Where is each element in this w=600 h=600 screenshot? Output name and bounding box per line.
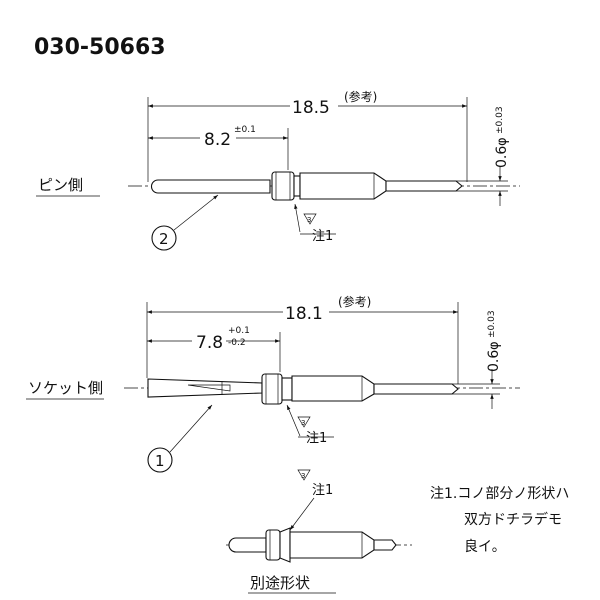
socket-revision-mark: 3 [301, 419, 305, 427]
pin-length-dimension: 8.2 [204, 130, 231, 150]
pin-overall-dimension: 18.5 [292, 98, 330, 118]
socket-length-tolerance-lower: -0.2 [228, 338, 246, 348]
pin-side-label: ピン側 [38, 176, 83, 194]
socket-reference-note: (参考) [338, 294, 371, 309]
alternate-shape-drawing: 3 注1 別途形状 [226, 469, 412, 594]
pin-diameter-symbol: φ [495, 137, 510, 146]
pin-body [150, 171, 463, 201]
socket-note-callout: 注1 [306, 431, 327, 446]
pin-note-callout: 注1 [312, 229, 333, 244]
pin-diameter-tolerance: ±0.03 [495, 106, 505, 134]
pin-revision-mark: 3 [307, 216, 311, 224]
socket-overall-dimension: 18.1 [285, 304, 323, 324]
socket-side-drawing: ソケット側 18.1 (参考) 7.8 +0.1 -0.2 [26, 294, 520, 473]
socket-diameter-symbol: φ [487, 341, 502, 350]
socket-diameter-tolerance: ±0.03 [487, 310, 497, 338]
pin-length-tolerance: ±0.1 [234, 125, 256, 135]
socket-balloon [147, 447, 173, 473]
socket-diameter-dimension: 0.6 [486, 350, 502, 372]
socket-balloon-number: 1 [155, 452, 165, 470]
part-number: 030-50663 [34, 35, 166, 60]
alternate-revision-mark: 3 [301, 472, 305, 480]
socket-side-label: ソケット側 [28, 379, 103, 397]
socket-body [147, 373, 459, 405]
socket-length-dimension: 7.8 [196, 333, 223, 353]
pin-side-drawing: ピン側 18.5 (参考) 8.2 ±0.1 [36, 89, 520, 251]
pin-reference-note: (参考) [344, 89, 377, 104]
notes-block: 注1.コノ部分ノ形状ハ 双方ドチラデモ 良イ。 [430, 486, 569, 555]
note-line-3: 良イ。 [464, 539, 506, 555]
socket-length-tolerance-upper: +0.1 [228, 326, 250, 336]
alternate-note-callout: 注1 [312, 483, 333, 498]
alternate-body [228, 527, 397, 563]
pin-balloon-number: 2 [159, 230, 169, 248]
pin-diameter-dimension: 0.6 [494, 146, 510, 168]
pin-balloon [151, 225, 177, 251]
note-line-1: 注1.コノ部分ノ形状ハ [430, 486, 569, 502]
alternate-shape-label: 別途形状 [250, 574, 310, 592]
note-line-2: 双方ドチラデモ [464, 511, 562, 528]
